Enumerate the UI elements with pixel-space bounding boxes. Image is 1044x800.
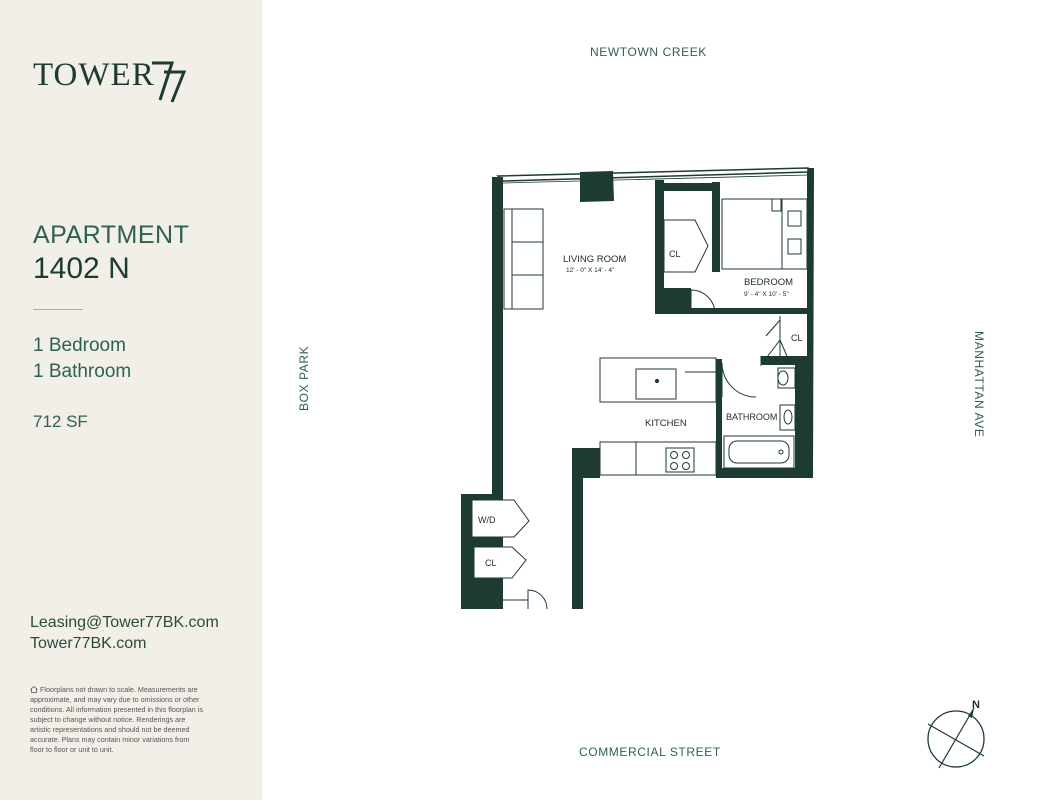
kitchen-label: KITCHEN (645, 418, 687, 429)
hall-closet-label: CL (791, 333, 803, 343)
disclaimer-text: Floorplans not drawn to scale. Measureme… (30, 685, 203, 754)
email-link[interactable]: Leasing@Tower77BK.com (30, 614, 219, 631)
disclaimer: Floorplans not drawn to scale. Measureme… (30, 685, 205, 755)
street-south: COMMERCIAL STREET (579, 745, 721, 759)
website-link[interactable]: Tower77BK.com (30, 635, 147, 652)
compass-north-label: N (972, 699, 980, 711)
bedroom-dimensions: 9' - 4" X 10' - 5" (744, 291, 789, 298)
tower-77-logo-mark (152, 61, 187, 103)
sofa (503, 208, 544, 310)
entry-closet-label: CL (485, 558, 497, 568)
exterior-walls (461, 167, 814, 609)
entry-closets (471, 499, 530, 609)
bathroom-label: BATHROOM (726, 412, 777, 422)
sidebar: TOWER APARTMENT 1402 N 1 Bedroom 1 Bathr… (0, 0, 262, 800)
washer-dryer-label: W/D (478, 515, 496, 525)
kitchen-counter (599, 441, 717, 476)
bedroom-closet-label: CL (669, 249, 681, 259)
street-north: NEWTOWN CREEK (590, 45, 707, 59)
brand-logo: TOWER (33, 57, 155, 93)
living-room-label: LIVING ROOM (563, 254, 626, 265)
living-room-dimensions: 12' - 0" X 14' - 4" (566, 267, 615, 274)
square-footage: 712 SF (33, 412, 88, 431)
apartment-number: 1402 N (33, 252, 130, 285)
bedroom-closet (663, 219, 709, 273)
bedroom-label: BEDROOM (744, 277, 793, 288)
kitchen-island (599, 357, 717, 403)
bedroom-count: 1 Bedroom (33, 335, 126, 356)
compass-icon: N (927, 699, 985, 769)
bed (721, 198, 808, 270)
bathroom-count: 1 Bathroom (33, 361, 132, 382)
home-icon (30, 686, 38, 693)
doors (527, 289, 788, 610)
divider (33, 309, 83, 310)
apartment-label: APARTMENT (33, 221, 190, 249)
bathroom-fixtures (723, 367, 796, 469)
